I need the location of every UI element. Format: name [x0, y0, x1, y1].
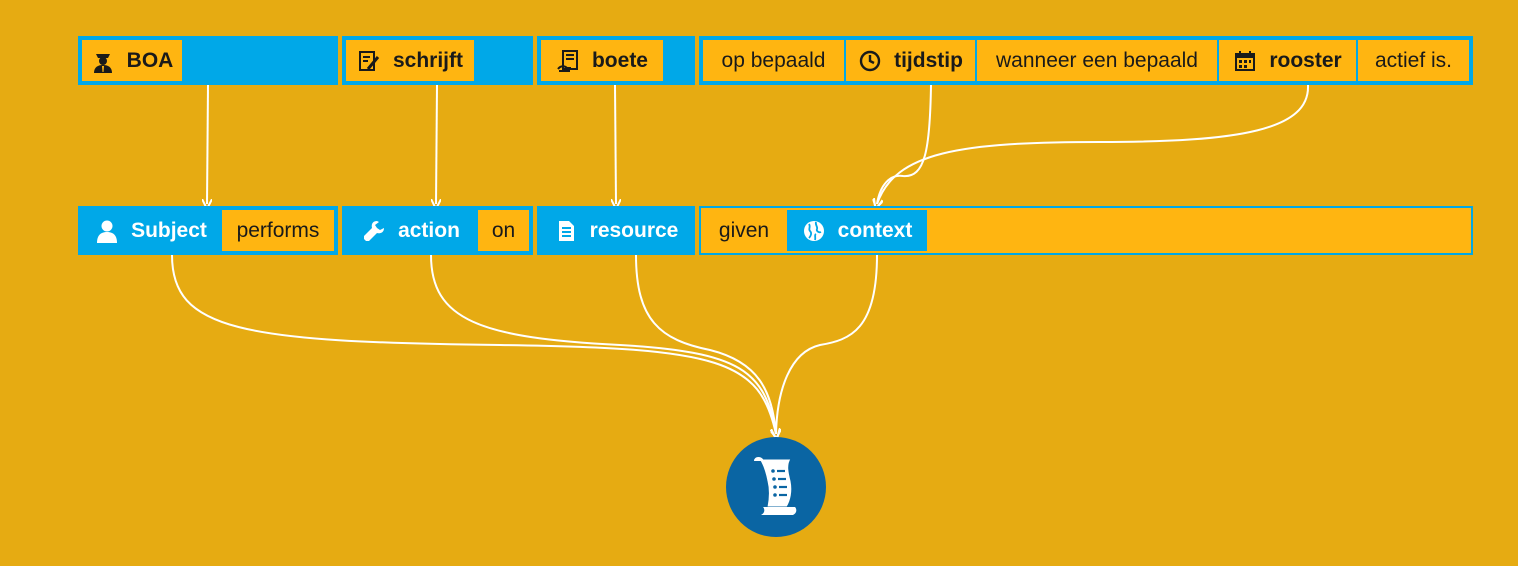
- arrow-schrijft-action: [436, 84, 437, 204]
- scroll-icon: [747, 453, 805, 522]
- arrow-tijdstip-context: [877, 84, 932, 204]
- given-cell: given: [703, 210, 785, 251]
- context-cell: context: [787, 210, 927, 251]
- context-prefix-text: op bepaald: [721, 48, 826, 72]
- rooster-cell: rooster: [1219, 40, 1356, 81]
- user-icon: [95, 219, 119, 243]
- write-icon: [357, 49, 381, 73]
- resource-label: resource: [589, 218, 679, 242]
- context-suffix-text: actief is.: [1374, 48, 1453, 72]
- performs-text: performs: [236, 218, 320, 242]
- arrow-action-policy: [430, 254, 776, 434]
- context-suffix-cell: actief is.: [1358, 40, 1469, 81]
- arrow-boa-subject: [207, 84, 208, 204]
- top-action-group: schrijft: [342, 36, 533, 85]
- globe-icon: [802, 219, 826, 243]
- arrow-boete-resource: [615, 84, 616, 204]
- top-subject-cell: BOA: [82, 40, 182, 81]
- template-context-group: given context: [699, 206, 1473, 255]
- arrow-context-policy: [776, 254, 878, 434]
- context-middle-text: wanneer een bepaald: [995, 48, 1198, 72]
- top-resource-cell: boete: [541, 40, 663, 81]
- wrench-icon: [362, 219, 386, 243]
- action-label: action: [398, 218, 460, 242]
- arrow-rooster-context: [877, 84, 1310, 204]
- top-subject-group: BOA: [78, 36, 338, 85]
- document-icon: [554, 219, 578, 243]
- arrow-resource-policy: [635, 254, 776, 434]
- template-action-group: action on: [342, 206, 533, 255]
- boete-label: boete: [591, 48, 648, 72]
- subject-label: Subject: [131, 218, 207, 242]
- on-text: on: [491, 218, 516, 242]
- template-resource-group: resource: [537, 206, 695, 255]
- top-resource-group: boete: [537, 36, 695, 85]
- boa-label: BOA: [126, 48, 174, 72]
- on-cell: on: [478, 210, 529, 251]
- action-cell: action: [346, 210, 476, 251]
- given-text: given: [718, 218, 770, 242]
- fine-document-icon: [556, 49, 580, 73]
- context-middle-cell: wanneer een bepaald: [977, 40, 1217, 81]
- top-context-group: op bepaald tijdstip wanneer een bepaald …: [699, 36, 1473, 85]
- calendar-icon: [1233, 49, 1257, 73]
- tijdstip-cell: tijdstip: [846, 40, 975, 81]
- arrow-subject-policy: [171, 254, 776, 434]
- template-subject-group: Subject performs: [78, 206, 338, 255]
- subject-cell: Subject: [82, 210, 220, 251]
- context-prefix-cell: op bepaald: [703, 40, 844, 81]
- resource-cell: resource: [541, 210, 691, 251]
- rooster-label: rooster: [1269, 48, 1342, 72]
- policy-badge: [726, 437, 826, 537]
- performs-cell: performs: [222, 210, 334, 251]
- clock-icon: [858, 49, 882, 73]
- officer-icon: [91, 49, 115, 73]
- schrijft-label: schrijft: [392, 48, 463, 72]
- top-action-cell: schrijft: [346, 40, 474, 81]
- context-label: context: [837, 218, 913, 242]
- tijdstip-label: tijdstip: [894, 48, 963, 72]
